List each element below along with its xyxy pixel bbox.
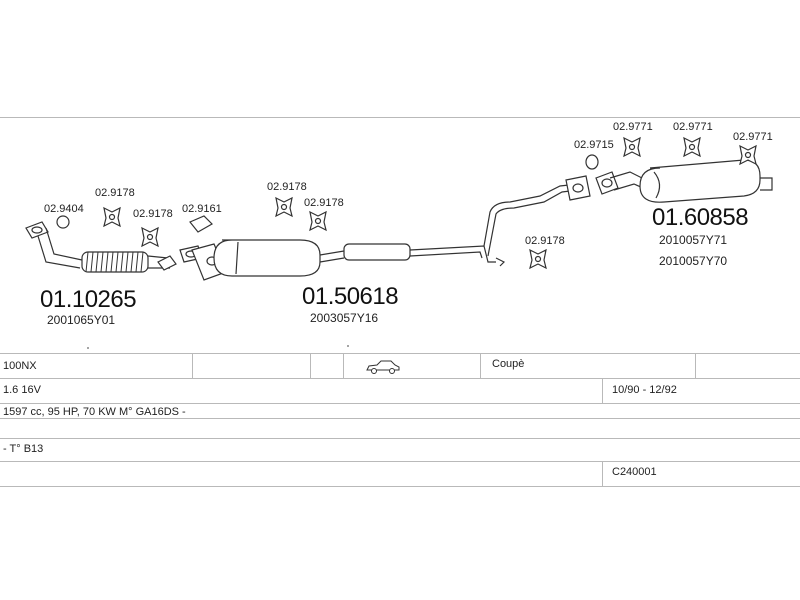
- exhaust-system-diagram: [25, 136, 773, 349]
- vehicle-type: - T° B13: [3, 443, 44, 455]
- rear-silencer-ref-2: 2010057Y70: [659, 254, 728, 268]
- table-border: [0, 378, 800, 379]
- rubber-hanger-icon: [141, 226, 159, 248]
- table-border: [0, 403, 800, 404]
- front-pipe-part-number[interactable]: 01.10265: [40, 286, 137, 313]
- clamp-ring-icon: [585, 154, 599, 170]
- table-border: [0, 486, 800, 487]
- diagram-top-border: [0, 117, 800, 118]
- clamp-label: 02.9178: [133, 208, 173, 220]
- rubber-hanger-icon: [309, 210, 327, 232]
- rubber-mount-icon: [683, 136, 701, 158]
- table-border: [0, 353, 800, 354]
- vehicle-spec: 1597 cc, 95 HP, 70 KW M° GA16DS -: [3, 406, 186, 418]
- clamp-label: 02.9771: [673, 121, 713, 133]
- rubber-mount-icon: [739, 144, 757, 166]
- table-divider: [192, 354, 193, 378]
- clamp-label: 02.9178: [525, 235, 565, 247]
- clamp-label: 02.9771: [613, 121, 653, 133]
- table-divider: [480, 354, 481, 378]
- rear-silencer-drawing: [595, 159, 773, 203]
- clamp-label: 02.9178: [267, 181, 307, 193]
- clamp-label: 02.9404: [44, 203, 84, 215]
- rear-silencer-part-number[interactable]: 01.60858: [652, 204, 749, 231]
- vehicle-model: 100NX: [3, 360, 37, 372]
- table-divider: [343, 354, 344, 378]
- middle-silencer-drawing: [191, 239, 496, 281]
- catalogue-code: C240001: [612, 466, 657, 478]
- rubber-mount-icon: [623, 136, 641, 158]
- vehicle-engine: 1.6 16V: [3, 384, 41, 396]
- clamp-label: 02.9178: [304, 197, 344, 209]
- rubber-hanger-icon: [275, 196, 293, 218]
- table-divider: [602, 379, 603, 403]
- clamp-label: 02.9771: [733, 131, 773, 143]
- middle-silencer-ref: 2003057Y16: [310, 311, 379, 325]
- clamp-label: 02.9715: [574, 139, 614, 151]
- middle-silencer-part-number[interactable]: 01.50618: [302, 283, 399, 310]
- rubber-hanger-icon: [103, 206, 121, 228]
- table-border: [0, 438, 800, 439]
- flange-gasket-icon: [189, 215, 213, 233]
- table-divider: [695, 354, 696, 378]
- table-divider: [602, 462, 603, 486]
- table-border: [0, 418, 800, 419]
- clamp-ring-icon: [56, 215, 70, 229]
- clamp-label: 02.9178: [95, 187, 135, 199]
- table-divider: [310, 354, 311, 378]
- vehicle-dates: 10/90 - 12/92: [612, 384, 677, 396]
- rear-silencer-ref-1: 2010057Y71: [659, 233, 728, 247]
- front-pipe-ref: 2001065Y01: [47, 313, 116, 327]
- vehicle-body-type: Coupè: [492, 358, 525, 370]
- table-border: [0, 461, 800, 462]
- front-pipe-drawing: [25, 221, 177, 273]
- coupe-car-icon: [366, 360, 400, 374]
- clamp-label: 02.9161: [182, 203, 222, 215]
- rubber-hanger-icon: [529, 248, 547, 270]
